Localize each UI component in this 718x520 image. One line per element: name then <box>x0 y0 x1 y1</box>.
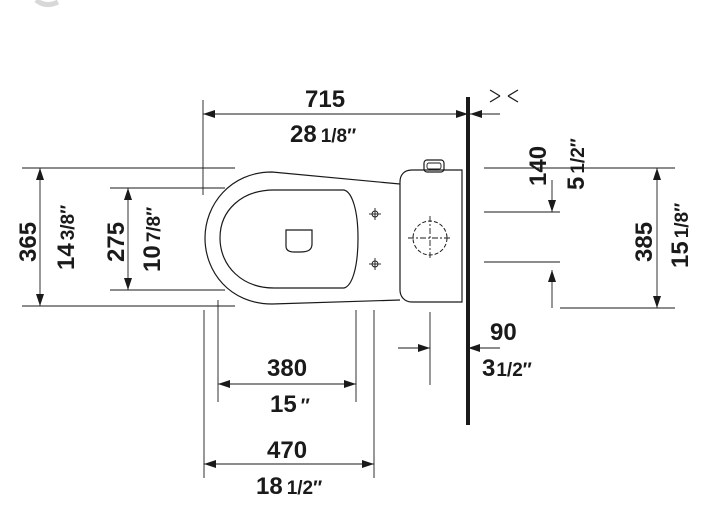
cistern-outline <box>399 169 463 303</box>
logo-fragment <box>34 0 60 8</box>
dim-385-mm: 385 <box>631 222 658 262</box>
flush-button <box>423 159 445 173</box>
dim-tank-to-outlet: 140 51/2″ <box>484 138 600 213</box>
dim-140-mm: 140 <box>525 146 552 186</box>
dim-715-mm: 715 <box>305 86 345 113</box>
dim-tank-width: 385 151/8″ <box>484 167 694 309</box>
dim-380-inch: 15″ <box>270 391 310 418</box>
dim-fixing-distance: 380 15″ <box>217 300 357 418</box>
dim-380-mm: 380 <box>267 355 307 382</box>
dim-wall-offset: 90 31/2″ <box>398 312 532 385</box>
fixing-point-lower <box>369 258 381 270</box>
fixing-point-upper <box>369 208 381 220</box>
dim-365-inch: 143/8″ <box>53 205 80 270</box>
dim-90-mm: 90 <box>490 319 517 346</box>
water-surface <box>285 229 313 253</box>
dim-385-inch: 151/8″ <box>667 203 694 268</box>
dim-275-inch: 107/8″ <box>139 207 166 272</box>
dim-90-inch: 31/2″ <box>482 355 532 382</box>
bowl-outline <box>204 171 401 305</box>
dim-365-mm: 365 <box>15 222 42 262</box>
dim-140-inch: 51/2″ <box>563 138 590 190</box>
dim-overall-width: 365 143/8″ <box>15 167 235 307</box>
dim-470-mm: 470 <box>267 437 307 464</box>
dim-275-mm: 275 <box>103 222 130 262</box>
toilet-plan-view <box>204 159 463 305</box>
seat-opening <box>219 189 359 289</box>
dim-seat-width: 275 107/8″ <box>103 187 225 291</box>
wall-symbol <box>470 89 519 118</box>
